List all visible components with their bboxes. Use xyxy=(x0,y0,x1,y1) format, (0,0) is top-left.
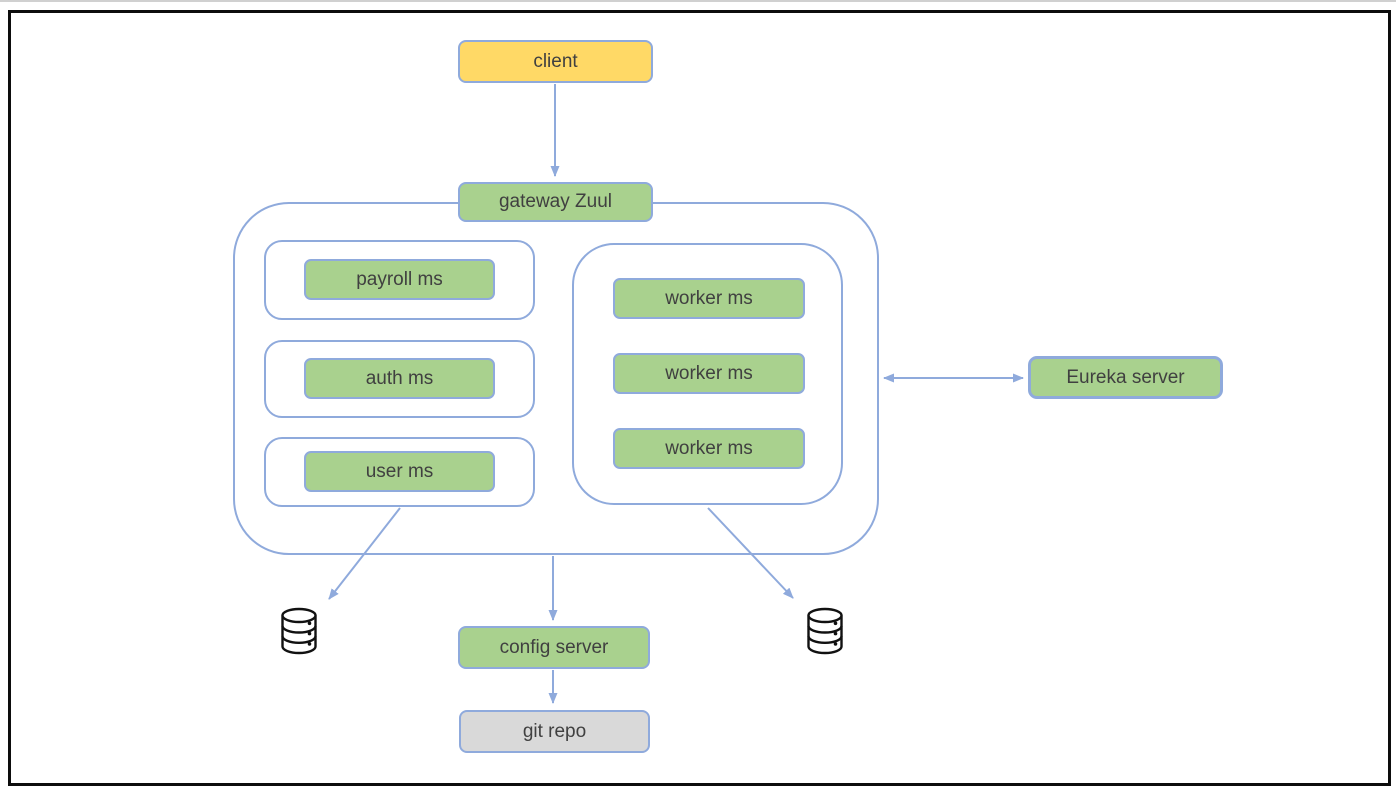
config-server-node: config server xyxy=(458,626,650,669)
eureka-server-node: Eureka server xyxy=(1028,356,1223,399)
gateway-zuul-node: gateway Zuul xyxy=(458,182,653,222)
worker-ms-node-1: worker ms xyxy=(613,278,805,319)
slide-border-frame xyxy=(8,10,1391,786)
worker-ms-node-2: worker ms xyxy=(613,353,805,394)
user-service-container xyxy=(264,437,535,507)
auth-service-container xyxy=(264,340,535,418)
worker-services-container xyxy=(572,243,843,505)
client-node: client xyxy=(458,40,653,83)
payroll-ms-node: payroll ms xyxy=(304,259,495,300)
git-repo-node: git repo xyxy=(459,710,650,753)
user-ms-node: user ms xyxy=(304,451,495,492)
worker-ms-node-3: worker ms xyxy=(613,428,805,469)
window-top-edge xyxy=(0,0,1396,2)
payroll-service-container xyxy=(264,240,535,320)
auth-ms-node: auth ms xyxy=(304,358,495,399)
